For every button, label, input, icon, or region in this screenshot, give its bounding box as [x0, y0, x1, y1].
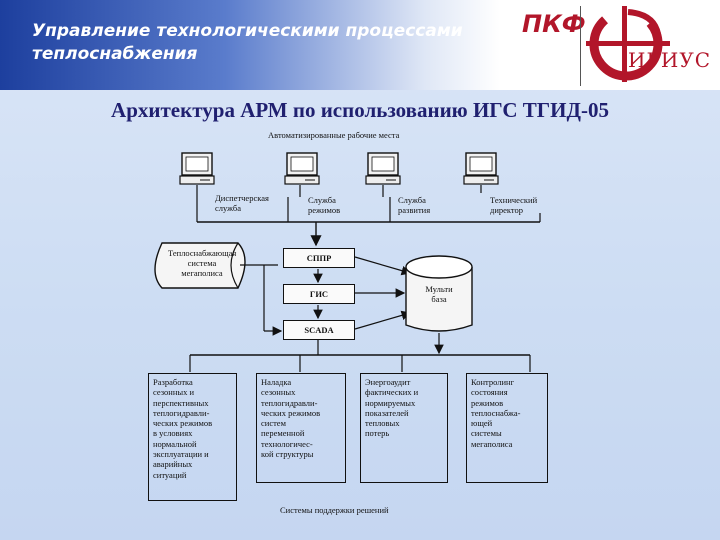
box-line: режимов	[471, 397, 504, 408]
box-line: фактических и	[365, 387, 419, 398]
workstation-label-line: служба	[215, 203, 242, 213]
box-line: показателей	[365, 407, 409, 418]
box-line: систем	[261, 418, 286, 429]
page-title: Архитектура АРМ по использованию ИГС ТГИ…	[111, 98, 609, 122]
decision-box-development: Разработка сезонных и перспективных тепл…	[148, 373, 237, 501]
database-label: Мульти база	[419, 284, 459, 304]
box-line: тепловых	[365, 418, 400, 429]
workstation-icon	[179, 152, 215, 185]
box-line: эксплуатации и	[153, 449, 209, 460]
workstation-label-director: Технический директор	[490, 195, 537, 215]
header: Управление технологическими процессами т…	[0, 0, 720, 90]
workstation-label-line: Служба	[308, 195, 336, 205]
box-line: ческих режимов	[261, 407, 321, 418]
box-line: мегаполиса	[471, 438, 513, 449]
module-gis: ГИС	[283, 284, 355, 304]
module-scada: SCADA	[283, 320, 355, 340]
workstation-label-line: режимов	[308, 205, 341, 215]
box-line: аварийных	[153, 459, 193, 470]
box-line: ситуаций	[153, 469, 187, 480]
box-line: Наладка	[261, 377, 292, 387]
workstation-label-line: Диспетчерская	[215, 193, 269, 203]
workstation-icon	[365, 152, 401, 185]
box-line: Энергоаудит	[365, 377, 411, 387]
box-line: в условиях	[153, 428, 193, 439]
workstation-label-line: развития	[398, 205, 431, 215]
box-line: перспективных	[153, 397, 209, 408]
header-divider	[580, 6, 581, 86]
box-line: состояния	[471, 387, 508, 398]
heat-network-label-line: мегаполиса	[181, 268, 223, 278]
header-title-line-1: Управление технологическими процессами	[32, 21, 463, 41]
box-line: теплогидравли-	[261, 397, 318, 408]
box-line: теплоснабжа-	[471, 407, 521, 418]
header-title: Управление технологическими процессами т…	[32, 20, 502, 66]
box-line: сезонных	[261, 387, 296, 398]
box-line: Контролинг	[471, 377, 515, 387]
sirius-logo-icon	[586, 6, 670, 82]
workstations-label: Автоматизированные рабочие места	[268, 130, 400, 140]
box-line: теплогидравли-	[153, 407, 210, 418]
diagram-connectors	[154, 152, 541, 372]
multi-database-icon	[405, 255, 473, 332]
decision-box-energy-audit: Энергоаудит фактических и нормируемых по…	[360, 373, 448, 483]
box-line: кой структуры	[261, 449, 314, 460]
workstation-icon	[463, 152, 499, 185]
box-line: Разработка	[153, 377, 193, 387]
database-label-line: база	[431, 294, 447, 304]
box-line: ющей	[471, 418, 493, 429]
architecture-diagram: Автоматизированные рабочие места Диспетч…	[140, 125, 580, 530]
heat-network-cylinder	[154, 242, 246, 289]
heat-network-label: Теплоснабжающая система мегаполиса	[168, 248, 236, 278]
header-title-line-2: теплоснабжения	[32, 44, 198, 64]
box-line: переменной	[261, 428, 305, 439]
heat-network-label-line: система	[187, 258, 217, 268]
box-line: сезонных и	[153, 387, 195, 398]
box-line: нормируемых	[365, 397, 416, 408]
decision-box-adjustment: Наладка сезонных теплогидравли- ческих р…	[256, 373, 346, 483]
module-sppr: СППР	[283, 248, 355, 268]
workstation-label-line: Служба	[398, 195, 426, 205]
box-line: системы	[471, 428, 502, 439]
box-line: технологичес-	[261, 438, 313, 449]
workstation-label-line: Технический	[490, 195, 538, 205]
header-band	[0, 0, 500, 90]
box-line: ческих режимов	[153, 418, 213, 429]
box-line: потерь	[365, 428, 390, 439]
workstation-label-dispatch: Диспетчерская служба	[215, 193, 269, 213]
database-label-line: Мульти	[425, 284, 453, 294]
logo-text: ИРИУС	[628, 48, 712, 72]
workstation-label-regimes: Служба режимов	[308, 195, 340, 215]
decision-support-label: Системы поддержки решений	[280, 505, 389, 515]
heat-network-label-line: Теплоснабжающая	[168, 248, 237, 258]
box-line: нормальной	[153, 438, 197, 449]
workstation-icon	[284, 152, 320, 185]
company-abbreviation: ПКФ	[522, 10, 586, 38]
decision-box-controlling: Контролинг состояния режимов теплоснабжа…	[466, 373, 548, 483]
workstation-label-development: Служба развития	[398, 195, 430, 215]
workstation-label-line: директор	[490, 205, 524, 215]
